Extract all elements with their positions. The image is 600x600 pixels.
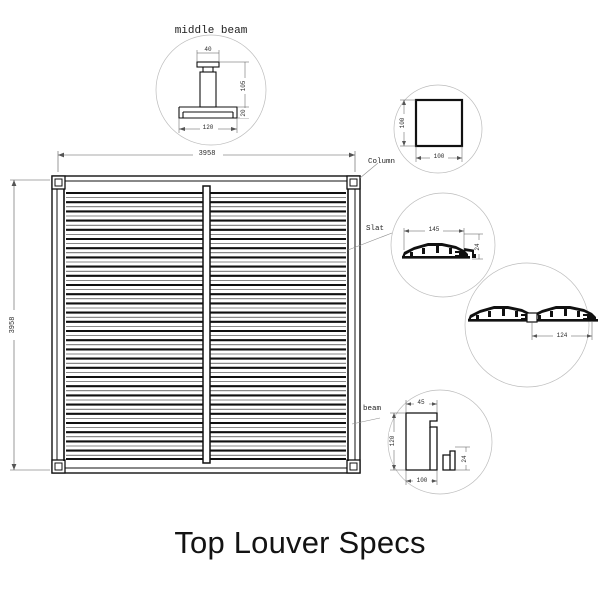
louver-plan-view (51, 175, 361, 474)
detail-slat-pair-circle (464, 262, 590, 388)
plan-dimensions: 3958 3958 (9, 148, 356, 471)
callout-label-column: Column (368, 158, 395, 166)
callout-label-slat: Slat (366, 225, 384, 233)
dim-height-arrow-bottom (11, 464, 17, 470)
detail-slat: 145 24 (390, 192, 496, 298)
dim-middle-beam-bottom-width: 120 (203, 124, 214, 131)
louver-outer-frame (51, 175, 361, 474)
dim-column-width: 100 (434, 153, 445, 160)
dim-height-arrow-top (11, 180, 17, 186)
detail-column-circle (393, 84, 483, 174)
dim-middle-beam-right-height: 105 (240, 80, 247, 91)
dim-overall-height: 3958 (9, 317, 17, 334)
dim-slat-width: 145 (429, 226, 440, 233)
dim-column-height: 100 (399, 117, 406, 128)
corner-columns (51, 175, 361, 474)
dim-height-label-bg (9, 310, 19, 340)
leader-column (359, 162, 379, 179)
column-profile-inner (418, 102, 460, 144)
detail-middle-beam-title: middle beam (175, 25, 248, 37)
column-top-left-inner (54, 178, 63, 187)
callout-leaders: Column Slat beam (347, 158, 395, 425)
column-bottom-left (51, 459, 66, 474)
column-top-right (346, 175, 361, 190)
dim-middle-beam-right-base: 20 (240, 109, 247, 117)
column-top-right-inner (349, 178, 358, 187)
middle-beam-body (202, 185, 211, 464)
dim-middle-beam-top-width: 40 (204, 46, 212, 53)
detail-beam: 45 120 100 24 (387, 389, 493, 495)
detail-slat-pair: 124 (464, 262, 598, 388)
middle-beam-in-plan (202, 185, 211, 464)
dim-slat-pitch: 124 (557, 332, 568, 339)
detail-middle-beam: middle beam 40 105 (155, 25, 267, 146)
detail-column: 100 100 (393, 84, 483, 174)
middle-beam-dims: 40 105 20 120 (178, 46, 250, 133)
detail-middle-beam-circle (155, 34, 267, 146)
column-bottom-right (346, 459, 361, 474)
callout-label-beam: beam (363, 405, 382, 413)
dim-width-arrow-left (58, 152, 64, 158)
dim-beam-top-width: 45 (417, 399, 425, 406)
slat-profile (402, 243, 476, 259)
dim-overall-width: 3958 (199, 150, 216, 158)
dim-beam-left-height: 120 (389, 435, 396, 446)
dim-width-arrow-right (349, 152, 355, 158)
beam-profile (405, 412, 456, 471)
column-bottom-right-inner (349, 462, 358, 471)
louver-slats (66, 191, 346, 461)
dim-width-label-bg (193, 148, 223, 157)
detail-slat-circle (390, 192, 496, 298)
dim-beam-bottom-width: 100 (417, 477, 428, 484)
louver-inner-frame (56, 180, 356, 469)
detail-beam-circle (387, 389, 493, 495)
leader-beam (351, 417, 381, 425)
column-top-left (51, 175, 66, 190)
dim-beam-right-height: 24 (461, 455, 468, 463)
dim-slat-height: 24 (474, 243, 481, 251)
column-bottom-left-inner (54, 462, 63, 471)
column-profile-outer (414, 98, 464, 148)
page-title: Top Louver Specs (174, 525, 426, 560)
leader-slat (347, 232, 393, 251)
